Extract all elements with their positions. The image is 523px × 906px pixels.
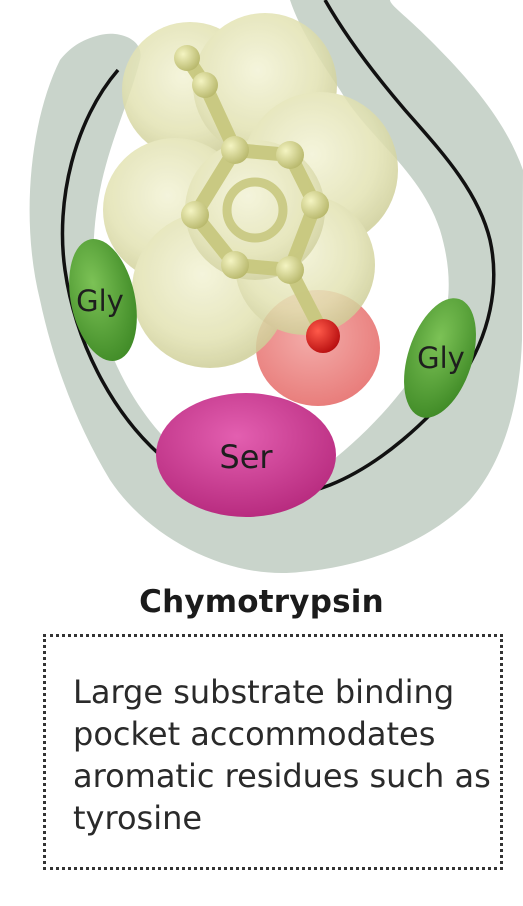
gly-right-residue [404, 298, 476, 418]
chymotrypsin-pocket-diagram: Gly Gly Ser [29, 0, 523, 574]
carbon-atoms [174, 45, 329, 284]
caption-box: Large substrate binding pocket accommoda… [43, 634, 503, 870]
gly-left-residue [69, 238, 137, 362]
ser-label: Ser [219, 438, 273, 476]
enzyme-title: Chymotrypsin [139, 584, 384, 620]
caption-text: Large substrate binding pocket accommoda… [73, 673, 491, 837]
gly-right-label: Gly [417, 341, 465, 375]
ser-residue [156, 393, 336, 517]
protein-surface [29, 0, 523, 574]
pocket-outline [60, 0, 496, 498]
gly-left-label: Gly [76, 284, 124, 318]
aromatic-ring [222, 177, 288, 243]
oxygen-atom [306, 319, 340, 353]
